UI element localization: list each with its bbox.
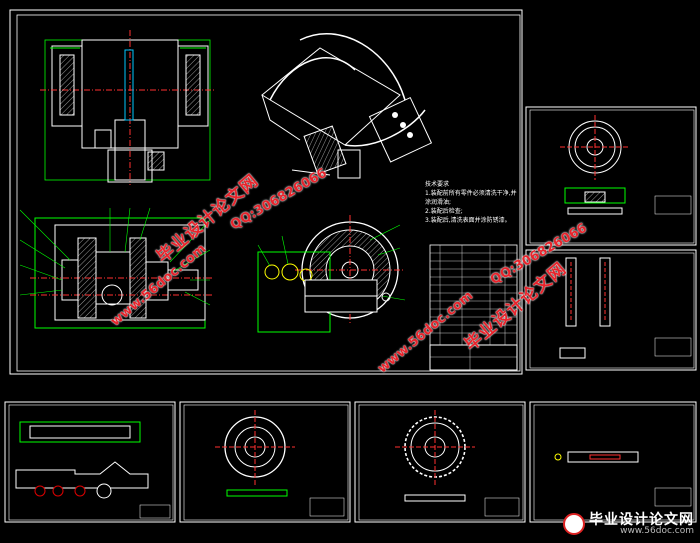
sheet-bottom-4[interactable] xyxy=(529,401,697,523)
gearbox-section-view xyxy=(19,207,212,329)
isometric-drum-view xyxy=(261,33,433,179)
top-left-section-view xyxy=(40,30,215,185)
logo-url: www.56doc.com xyxy=(620,525,694,536)
sheet-right-top[interactable] xyxy=(525,106,697,246)
sheet-main-assembly[interactable] xyxy=(9,9,523,375)
sheet-bottom-2[interactable] xyxy=(179,401,351,523)
tech-notes-line-3: 2.装配后检查; xyxy=(425,208,463,215)
gear-meshing-view xyxy=(257,215,406,333)
logo-mark-icon xyxy=(563,513,585,535)
sheet-bottom-3[interactable] xyxy=(354,401,526,523)
parts-list-table xyxy=(429,244,518,371)
tech-notes-line-4: 3.装配后,清洗表面并涂防锈漆。 xyxy=(425,217,511,224)
tech-notes-line-2: 涂润滑油; xyxy=(425,199,452,206)
tech-notes-line-1: 1.装配前所有零件必须清洗干净,并 xyxy=(425,190,517,197)
site-logo: 毕业设计论文网 www.56doc.com xyxy=(563,509,694,539)
sheet-bottom-1[interactable] xyxy=(4,401,176,523)
tech-notes: 技术要求 1.装配前所有零件必须清洗干净,并 涂润滑油; 2.装配后检查; 3.… xyxy=(425,180,517,225)
sheet-right-middle[interactable] xyxy=(525,249,697,371)
logo-cn: 毕业设计论文网 xyxy=(589,511,694,528)
tech-notes-title: 技术要求 xyxy=(425,181,450,188)
